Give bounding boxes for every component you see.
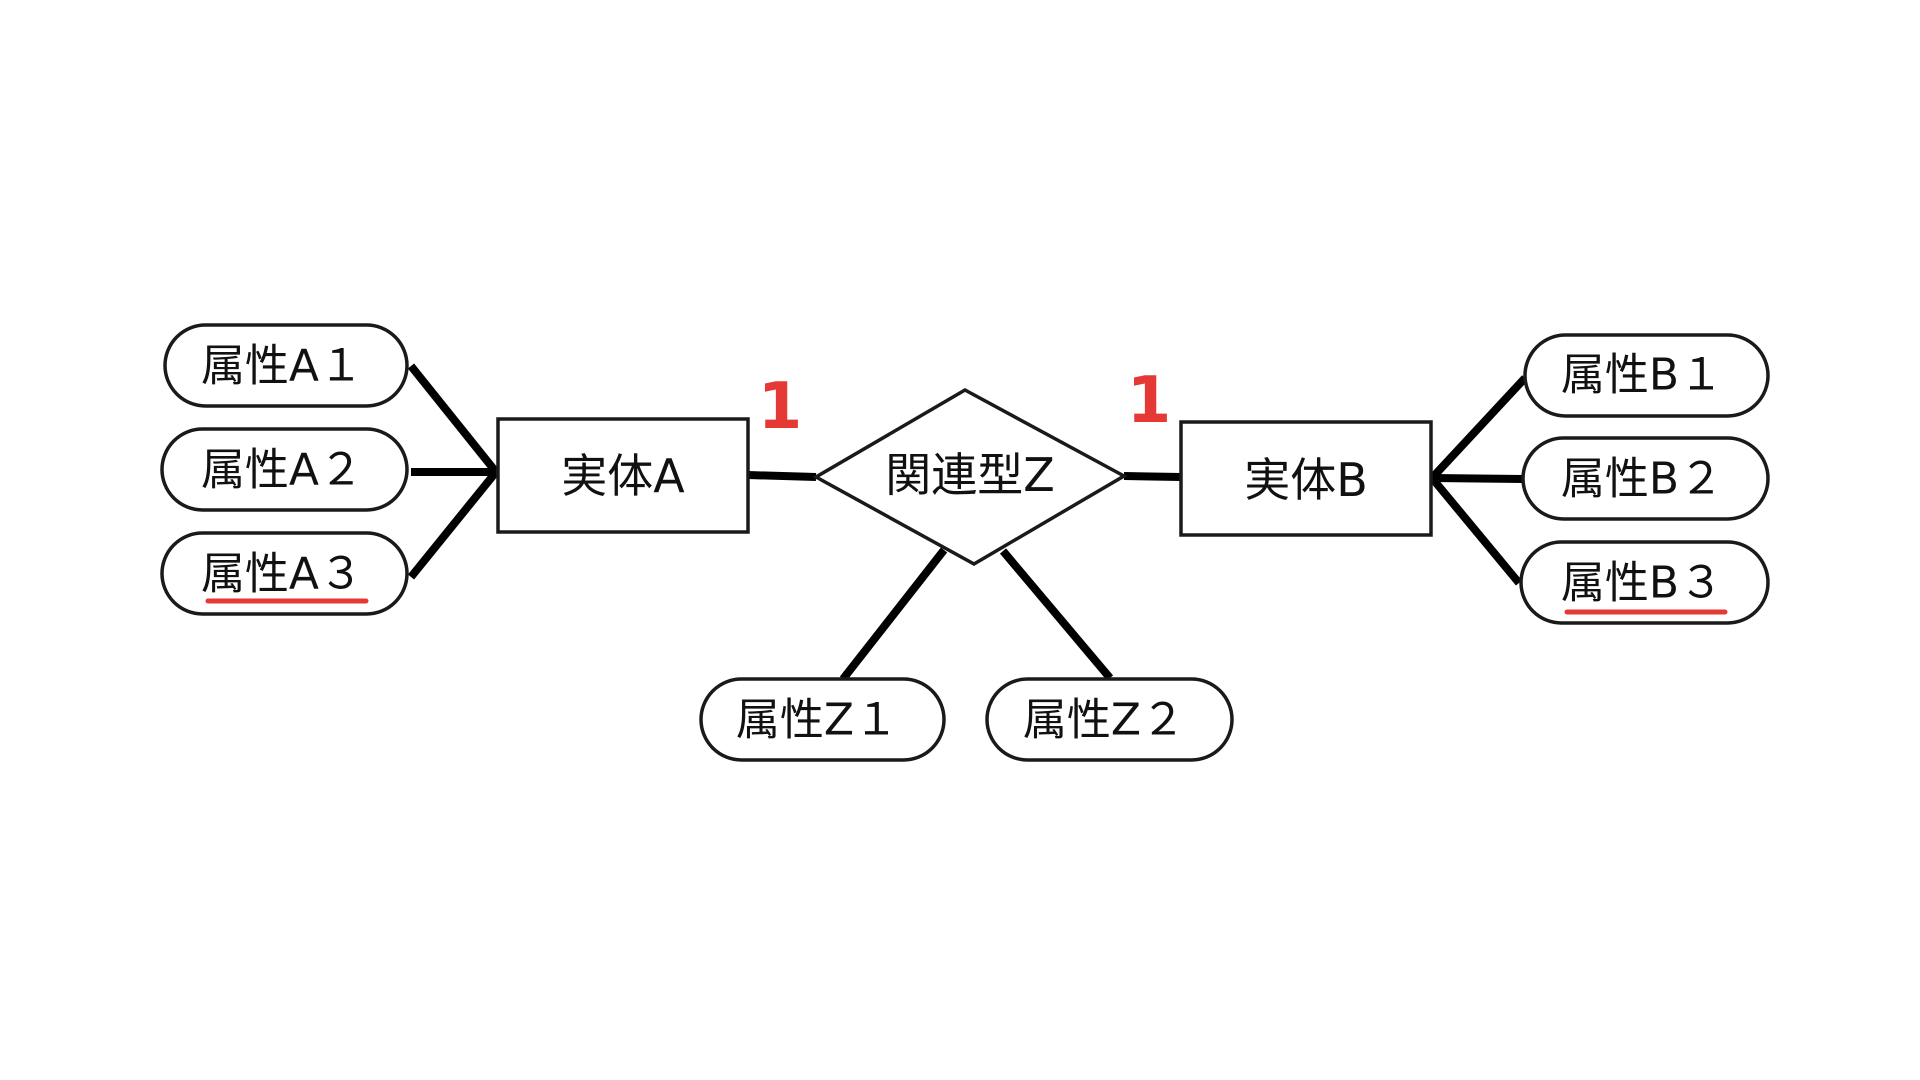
attribute-z1-label: 属性Z１ [736, 695, 898, 746]
cardinality-entity-a: 1 [758, 370, 803, 444]
attribute-b1-shape [1523, 333, 1770, 418]
attribute-b3-label: 属性B３ [1561, 558, 1723, 609]
attribute-a3-label: 属性A３ [201, 549, 363, 600]
entity-a-label: 実体A [561, 449, 685, 503]
attribute-z2-label: 属性Z２ [1023, 695, 1185, 746]
attribute-z1[interactable]: 属性Z１ [699, 677, 946, 762]
attribute-a1[interactable]: 属性A１ [163, 323, 409, 408]
attribute-b1-label: 属性B１ [1561, 350, 1723, 401]
relationship-z[interactable]: 関連型Z [812, 387, 1128, 567]
attribute-a2-shape [160, 427, 409, 512]
attribute-b3-shape [1519, 540, 1770, 625]
attribute-a1-shape [163, 323, 409, 408]
attribute-b3-primary-key[interactable]: 属性B３ [1519, 540, 1770, 625]
relationship-z-diamond [812, 387, 1128, 567]
connector-relationship-attr-z1 [839, 547, 948, 682]
connector-attr-a1-entity-a [407, 363, 500, 475]
attribute-z2[interactable]: 属性Z２ [985, 677, 1234, 762]
attribute-a2-label: 属性A２ [201, 445, 363, 496]
attribute-a3-primary-key[interactable]: 属性A３ [160, 531, 409, 616]
connector-entity-a-relationship [747, 471, 817, 481]
connector-relationship-entity-b [1123, 472, 1182, 481]
attribute-a3-shape [160, 531, 409, 616]
attribute-b2[interactable]: 属性B２ [1521, 436, 1770, 521]
attribute-a2[interactable]: 属性A２ [160, 427, 409, 512]
cardinality-entity-b: 1 [1127, 364, 1172, 438]
attribute-z2-shape [985, 677, 1234, 762]
connector-relationship-attr-z2 [999, 548, 1114, 681]
attribute-b2-label: 属性B２ [1561, 454, 1723, 505]
connector-attr-b1-entity-b [1429, 375, 1528, 481]
connector-attr-a3-entity-a [407, 469, 500, 580]
attribute-a1-label: 属性A１ [201, 341, 363, 392]
attribute-b1[interactable]: 属性B１ [1523, 333, 1770, 418]
connector-attr-b2-entity-b [1431, 474, 1524, 483]
entity-b-label: 実体B [1244, 453, 1368, 507]
connector-attr-b3-entity-b [1428, 475, 1523, 586]
relationship-z-label: 関連型Z [885, 448, 1055, 502]
entity-b-box [1179, 420, 1433, 537]
entity-b[interactable]: 実体B [1179, 420, 1433, 537]
attribute-z1-shape [699, 677, 946, 762]
attribute-b2-shape [1521, 436, 1770, 521]
entity-a-box [496, 417, 750, 534]
entity-a[interactable]: 実体A [496, 417, 750, 534]
